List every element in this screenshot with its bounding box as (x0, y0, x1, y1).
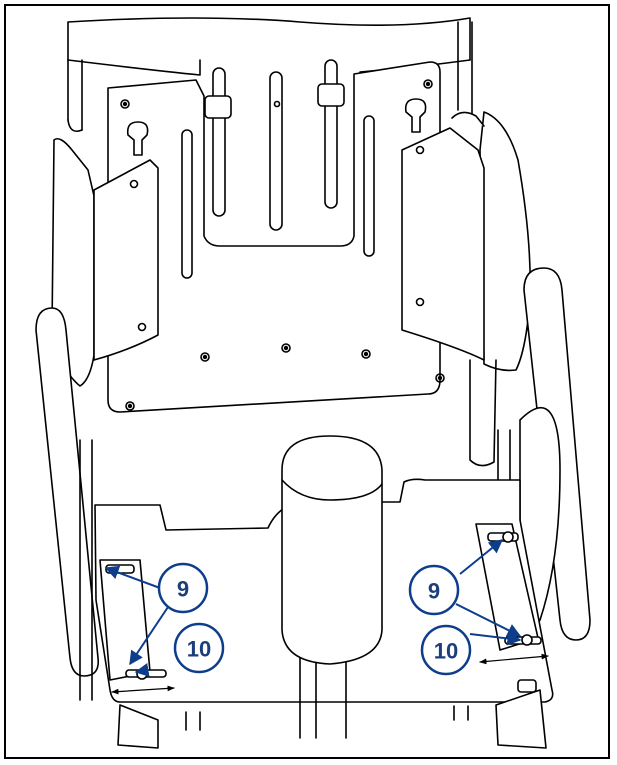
left-armrest-pad (35, 307, 100, 677)
callout-label: 9 (428, 579, 440, 604)
right-back-cane (457, 21, 473, 121)
callout-label: 10 (187, 637, 211, 662)
left-lateral-support (51, 137, 159, 387)
callout-right-9: 9 (408, 564, 460, 616)
callout-right-10: 10 (420, 624, 472, 676)
adjustment-arrows (111, 653, 549, 695)
front-casters (117, 679, 547, 749)
back-plate-screws (120, 79, 445, 411)
callout-left-9: 9 (157, 562, 209, 614)
callout-left-10: 10 (173, 622, 225, 674)
back-plate (107, 61, 441, 413)
slot-knobs (204, 83, 345, 119)
callout-label: 10 (434, 639, 458, 664)
callout-label: 9 (177, 577, 189, 602)
callout-arrows (104, 539, 522, 677)
left-back-cane (67, 59, 83, 133)
right-lateral-support (401, 111, 532, 372)
abductor-pommel (281, 435, 383, 739)
back-plate-slots (181, 59, 375, 279)
lateral-knobs (126, 98, 427, 156)
